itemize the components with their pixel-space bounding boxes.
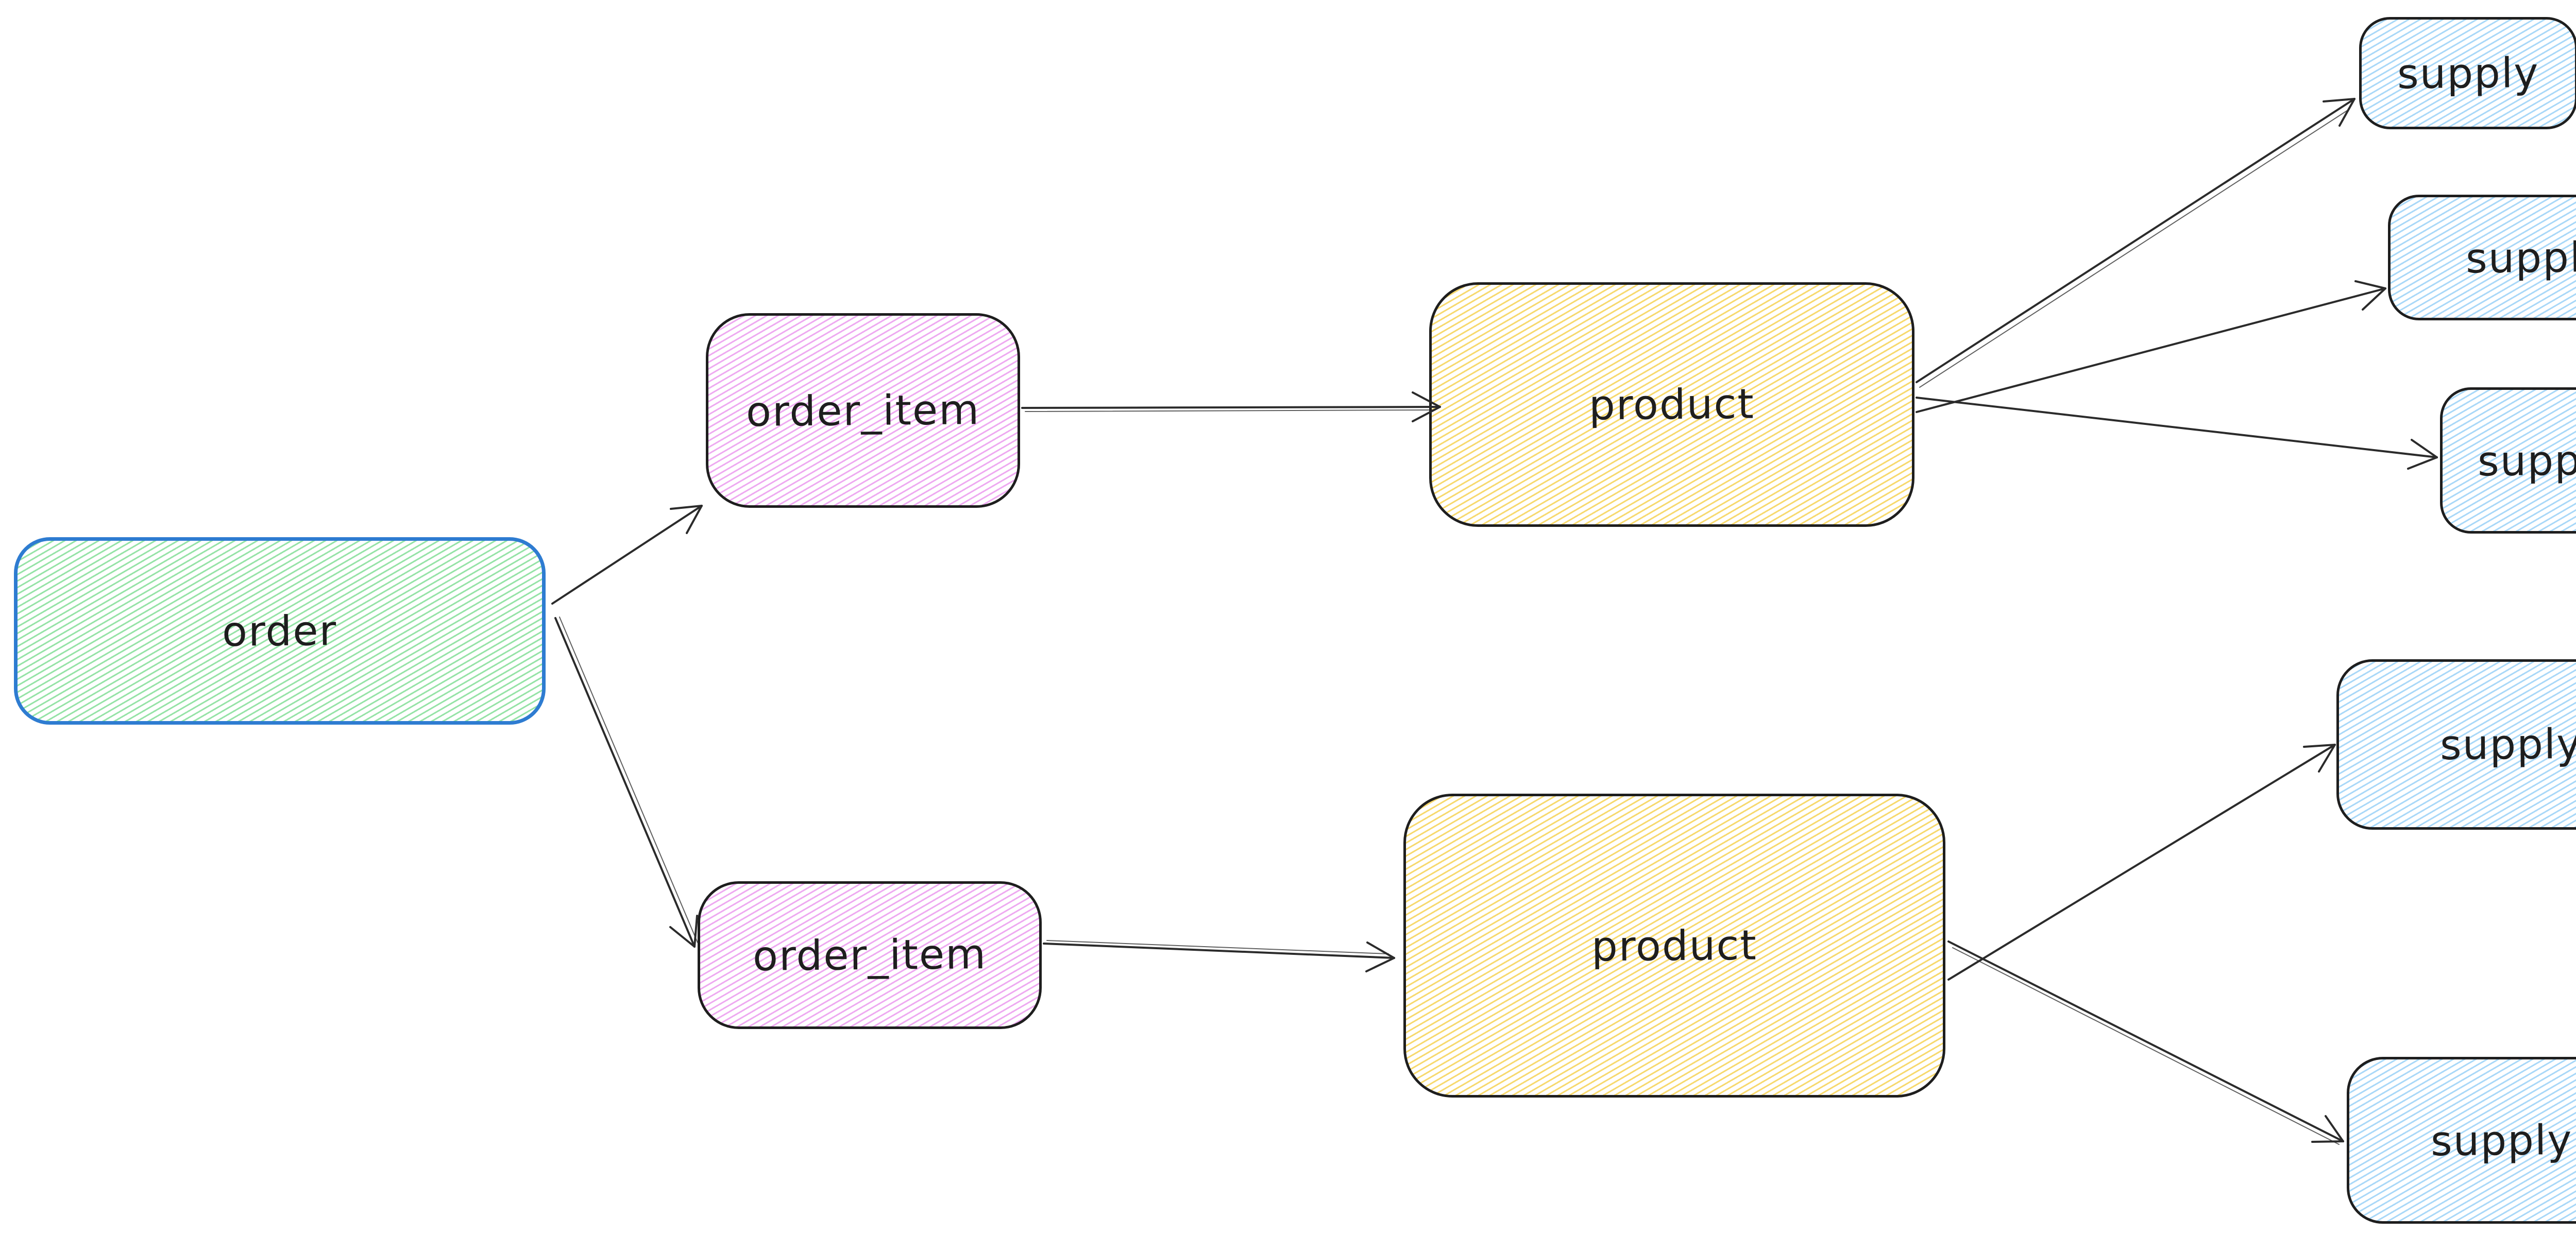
arrow-product-top-to-supply-3[interactable] <box>1916 397 2438 470</box>
node-supply-5[interactable]: supply <box>2347 1057 2576 1224</box>
arrow-order-item-top-to-product-top[interactable] <box>1021 391 1441 422</box>
node-order-item-top-label: order_item <box>745 385 980 436</box>
node-order-item-bottom-label: order_item <box>752 930 987 980</box>
node-product-top-label: product <box>1588 380 1755 430</box>
node-order-item-bottom[interactable]: order_item <box>698 881 1042 1029</box>
node-supply-2-label: supply <box>2465 233 2576 282</box>
arrow-product-bottom-to-supply-4[interactable] <box>1947 744 2336 981</box>
arrow-product-top-to-supply-1[interactable] <box>1916 98 2355 388</box>
node-supply-2[interactable]: supply <box>2388 195 2576 320</box>
node-order-label: order <box>222 606 338 656</box>
arrow-product-top-to-supply-2[interactable] <box>1916 280 2386 413</box>
node-supply-1-label: supply <box>2397 48 2540 98</box>
node-order[interactable]: order <box>14 537 546 725</box>
arrow-order-to-order-item-bottom[interactable] <box>554 616 698 948</box>
node-product-bottom-label: product <box>1591 921 1758 970</box>
node-product-top[interactable]: product <box>1429 282 1914 527</box>
node-supply-3-label: supply <box>2477 436 2576 485</box>
node-product-bottom[interactable]: product <box>1403 794 1945 1098</box>
arrow-order-item-bottom-to-product-bottom[interactable] <box>1043 940 1395 972</box>
node-supply-5-label: supply <box>2430 1116 2573 1165</box>
node-supply-4[interactable]: supply <box>2336 659 2576 830</box>
arrow-order-to-order-item-top[interactable] <box>551 505 703 605</box>
node-supply-4-label: supply <box>2439 720 2576 769</box>
node-supply-1[interactable]: supply <box>2359 17 2576 129</box>
arrow-product-bottom-to-supply-5[interactable] <box>1947 940 2344 1145</box>
node-supply-3[interactable]: supply <box>2440 387 2576 534</box>
node-order-item-top[interactable]: order_item <box>706 313 1020 508</box>
